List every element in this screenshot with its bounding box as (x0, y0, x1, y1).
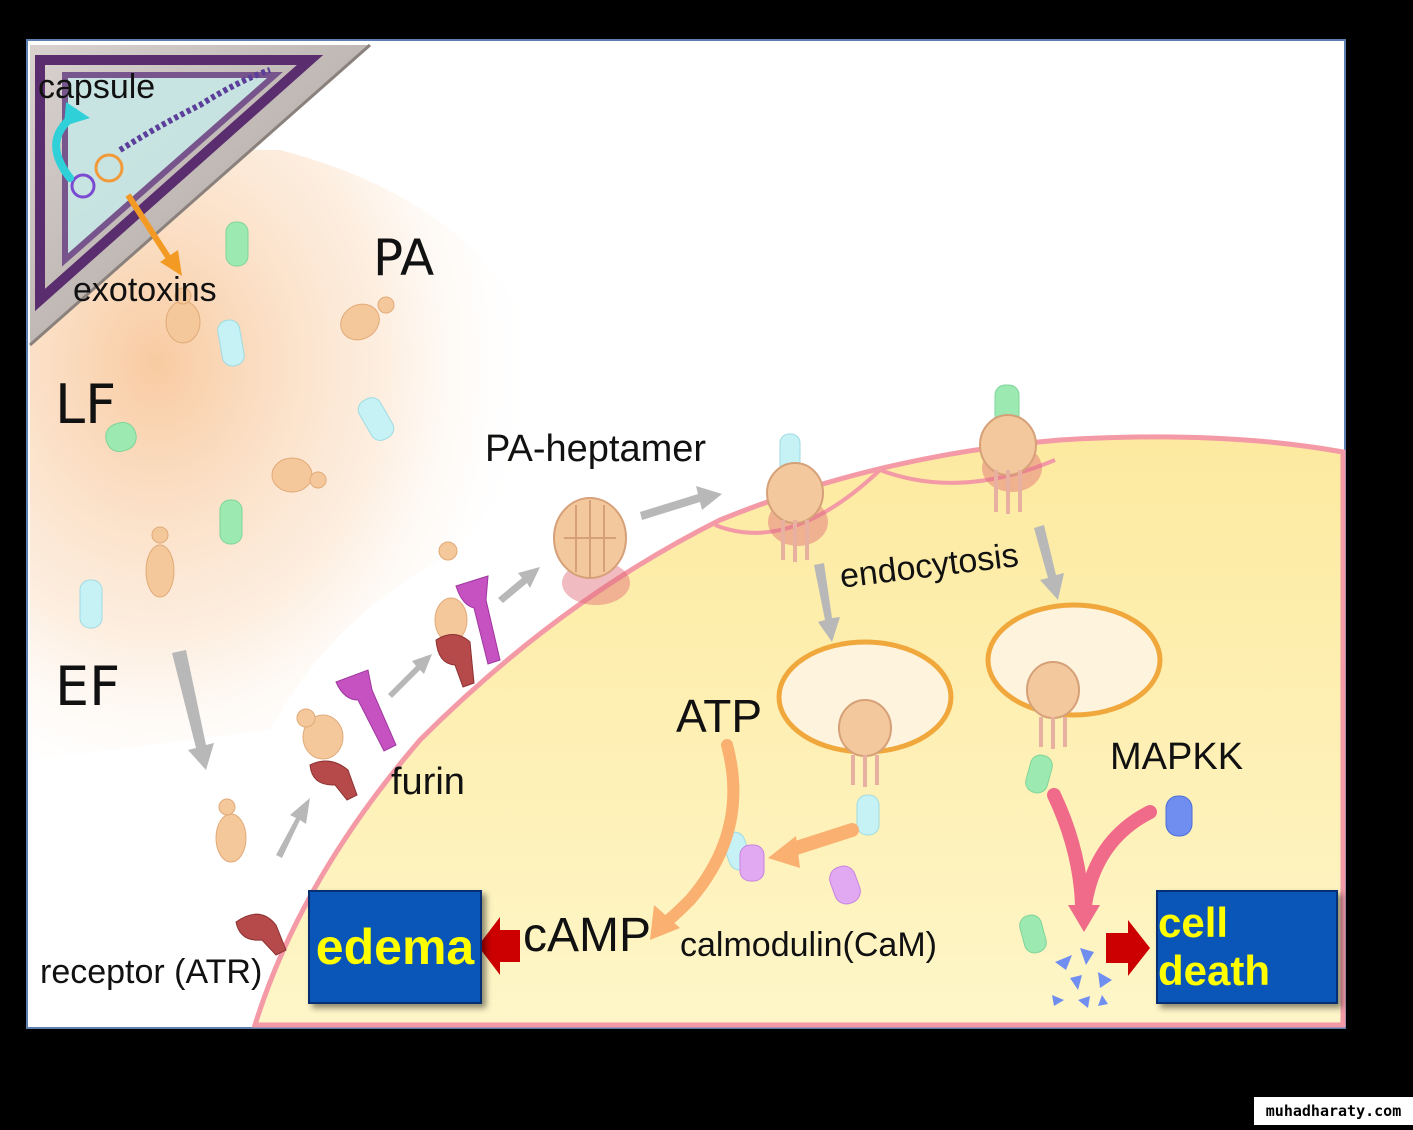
edema-box: edema (308, 890, 482, 1004)
pa-label: PA (373, 229, 435, 287)
pa-heptamer-pit-1 (766, 462, 828, 562)
watermark: muhadharaty.com (1254, 1097, 1413, 1125)
toxin-glow (30, 150, 536, 760)
plasmid-orange (94, 153, 124, 183)
atp-camp-arrow (656, 739, 740, 931)
exotoxins-arrowhead (160, 250, 182, 276)
pa-heptamer-label: PA-heptamer (485, 428, 707, 470)
gray-arrows (172, 486, 1064, 858)
mapkk-label: MAPKK (1110, 736, 1244, 778)
pa-molecules (145, 287, 468, 863)
mapkk-fragments (1052, 948, 1112, 1008)
atp-camp-arrowhead (650, 905, 680, 940)
atp-label: ATP (676, 690, 763, 742)
receptors (235, 634, 475, 956)
endosome-heptamer-right (1026, 661, 1080, 749)
pa-heptamer-free (553, 497, 630, 605)
cell-death-box: cell death (1156, 890, 1338, 1004)
lf-label: LF (55, 373, 117, 436)
plasmid-purple (70, 173, 96, 199)
mapkk-pink-arrow (1078, 805, 1157, 912)
exotoxins-label: exotoxins (73, 271, 217, 309)
mapkk-molecule (1165, 795, 1193, 837)
capsule-arrowhead (64, 102, 90, 126)
pink-arrowhead (1068, 905, 1100, 932)
ef-label: EF (55, 655, 121, 718)
cam-free (829, 865, 861, 905)
lf-molecules (105, 221, 1067, 954)
exotoxins-arrow (125, 193, 173, 262)
fragments-death-arrow (1106, 920, 1150, 976)
cell-death-text: cell death (1158, 899, 1271, 994)
calmodulin-label: calmodulin(CaM) (680, 926, 937, 964)
endosome-heptamer-left (838, 699, 892, 787)
ef-cam-arrowhead (768, 836, 800, 868)
edema-text: edema (315, 919, 475, 975)
capsule-label: capsule (38, 68, 156, 106)
furin-molecules (335, 575, 501, 752)
camp-edema-arrow (478, 917, 520, 975)
furin-label: furin (391, 761, 465, 803)
ef-cam-arrow (783, 823, 859, 857)
receptor-label: receptor (ATR) (40, 953, 263, 991)
camp-label: cAMP (523, 909, 652, 962)
pa-heptamer-pit-2 (979, 414, 1042, 514)
cam-bound (739, 844, 765, 882)
